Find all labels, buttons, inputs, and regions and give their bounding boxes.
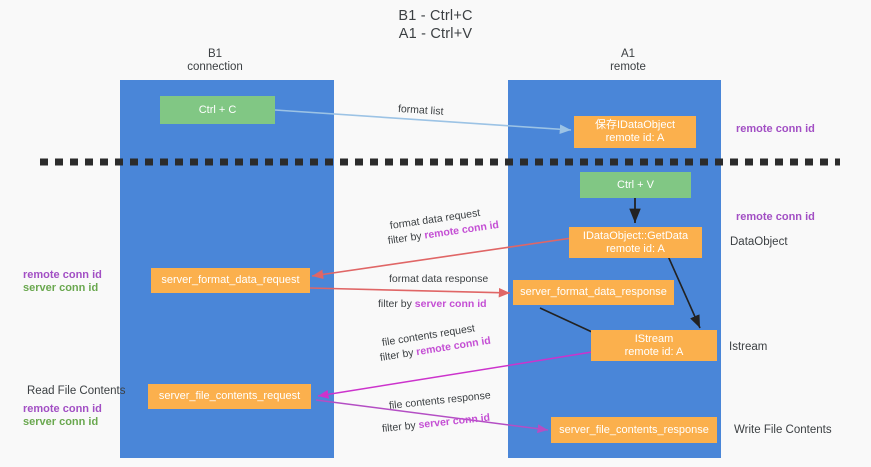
box-server-file-contents-request-label: server_file_contents_request [158, 390, 301, 402]
edge-format-data-response [309, 287, 511, 298]
box-ctrl-v[interactable]: Ctrl + V [580, 172, 691, 198]
page-title-line-1: B1 - Ctrl+C [398, 8, 473, 24]
box-ctrl-c[interactable]: Ctrl + C [160, 96, 275, 124]
column-header-b1-name: B1 [207, 48, 223, 60]
column-header-a1-name: A1 [620, 48, 636, 60]
edge-label-format-list-line1: format list [397, 103, 444, 118]
box-save-idataobject[interactable]: 保存IDataObject remote id: A [574, 116, 696, 148]
column-header-b1-role: connection [187, 61, 243, 73]
edge-label-format-data-response-line1: format data response [389, 273, 488, 285]
box-ctrl-c-label: Ctrl + C [198, 103, 237, 116]
box-server-format-data-request-label: server_format_data_request [161, 274, 300, 286]
edge-label-format-data-response-line2: filter by server conn id [378, 298, 487, 310]
box-istream-line2: remote id: A [624, 345, 684, 358]
side-label-remote-conn-id-top: remote conn id [736, 123, 815, 135]
column-header-b1: B1 connection [165, 48, 265, 74]
page-title-line-2: A1 - Ctrl+V [398, 26, 473, 42]
edge-label-file-contents-response-line1: file contents response [388, 389, 491, 412]
edge-label-fcres-key: server conn id [417, 411, 491, 432]
left-label-server-conn-id-2: server conn id [23, 416, 99, 428]
box-server-file-contents-response-label: server_file_contents_response [559, 423, 709, 436]
left-label-read-file-contents: Read File Contents [27, 385, 126, 397]
column-header-a1-role: remote [610, 61, 646, 73]
box-idataobject-getdata-line2: remote id: A [606, 242, 665, 255]
edge-label-fdres-text: format data response [389, 273, 489, 285]
box-ctrl-v-label: Ctrl + V [617, 178, 654, 191]
edge-label-fcres-text: file contents response [388, 389, 492, 412]
box-save-idataobject-line2: remote id: A [605, 132, 665, 144]
box-save-idataobject-line1: 保存IDataObject [594, 119, 676, 131]
side-label-istream: Istream [729, 341, 768, 353]
side-label-dataobject: DataObject [730, 236, 788, 248]
edge-label-fdreq-prefix: filter by [387, 229, 426, 247]
box-istream[interactable]: IStream remote id: A [591, 330, 717, 361]
left-label-server-conn-id-1: server conn id [23, 282, 99, 294]
box-server-format-data-response-label: server_format_data_response [520, 286, 667, 298]
box-istream-line1: IStream [634, 332, 674, 345]
edge-label-fcres-prefix: filter by [381, 419, 420, 435]
left-label-remote-conn-id-2: remote conn id [23, 403, 102, 415]
column-header-a1: A1 remote [578, 48, 678, 74]
side-label-remote-conn-id-mid: remote conn id [736, 211, 815, 223]
edge-label-file-contents-response-line2: filter by server conn id [381, 412, 490, 435]
box-server-file-contents-request[interactable]: server_file_contents_request [148, 384, 311, 409]
box-server-format-data-response[interactable]: server_format_data_response [513, 280, 674, 305]
edge-label-fcreq-prefix: filter by [379, 346, 418, 364]
box-server-format-data-request[interactable]: server_format_data_request [151, 268, 310, 293]
box-idataobject-getdata[interactable]: IDataObject::GetData remote id: A [569, 227, 702, 258]
left-label-remote-conn-id-1: remote conn id [23, 269, 102, 281]
box-idataobject-getdata-line1: IDataObject::GetData [582, 229, 689, 242]
side-label-write-file-contents: Write File Contents [734, 424, 832, 436]
edge-label-fdres-prefix: filter by [378, 298, 415, 310]
edge-label-fdres-key: server conn id [414, 298, 487, 310]
edge-label-format-list: format list [398, 103, 444, 118]
box-server-file-contents-response[interactable]: server_file_contents_response [551, 417, 717, 443]
